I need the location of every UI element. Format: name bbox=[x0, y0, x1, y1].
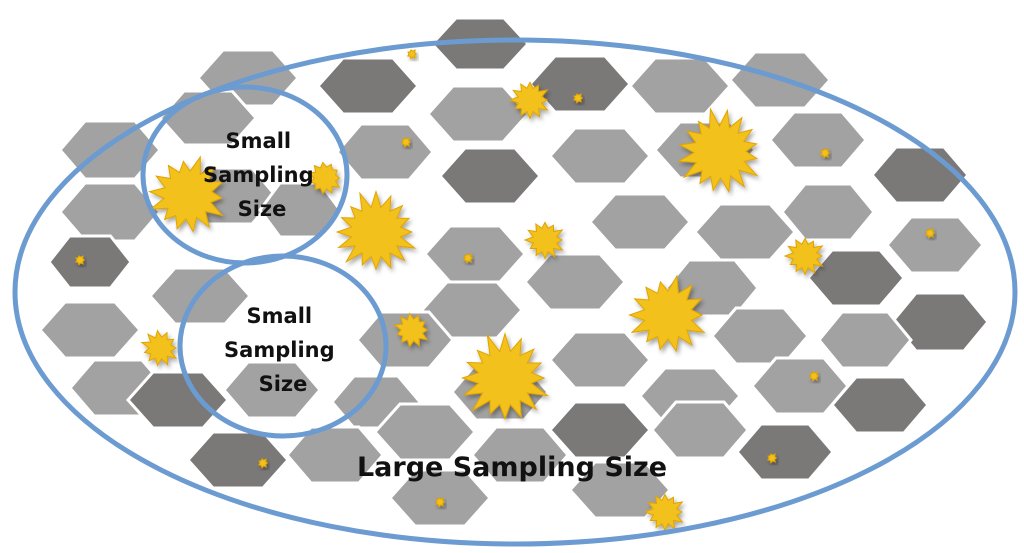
hexagon-cell bbox=[830, 375, 930, 435]
starburst-mark bbox=[393, 312, 429, 348]
starburst-mark bbox=[460, 331, 550, 421]
hexagon-cell bbox=[185, 430, 291, 490]
small-sampling-label-1: Small Sampling Size bbox=[203, 129, 321, 221]
starburst-mark bbox=[140, 329, 178, 367]
hexagon-cell bbox=[650, 400, 750, 460]
starburst-mark bbox=[572, 93, 584, 104]
starburst-mark bbox=[257, 458, 269, 469]
hexagon-cell bbox=[422, 224, 528, 284]
starburst-mark bbox=[508, 81, 549, 120]
starburst-mark bbox=[74, 255, 86, 266]
hexagon-cell bbox=[547, 330, 653, 390]
hexagon-cell bbox=[806, 248, 906, 308]
hexagon-cell bbox=[890, 291, 990, 353]
label-line: Size bbox=[259, 372, 308, 396]
starburst-mark bbox=[406, 49, 418, 60]
hexagon-cell bbox=[710, 306, 810, 366]
label-line: Sampling bbox=[203, 163, 314, 187]
starburst-mark bbox=[335, 189, 417, 271]
hexagon-cell bbox=[735, 422, 835, 482]
label-line: Small bbox=[247, 304, 313, 328]
hexagon-cell bbox=[547, 126, 653, 186]
hexagon-cell bbox=[429, 16, 531, 72]
hexagon-cell bbox=[587, 192, 693, 252]
starburst-mark bbox=[783, 237, 824, 276]
hexagon-cell bbox=[870, 145, 970, 205]
hexagon-cell bbox=[47, 234, 133, 290]
hexagon-cell bbox=[425, 84, 531, 144]
starburst-mark bbox=[766, 453, 778, 464]
hexagon-cell bbox=[567, 460, 673, 520]
hexagon-cell bbox=[627, 56, 733, 116]
hexagon-cell bbox=[437, 146, 543, 206]
large-sampling-label: Large Sampling Size bbox=[357, 452, 667, 483]
small-sampling-circle-2 bbox=[177, 253, 389, 439]
label-line: Small bbox=[226, 129, 292, 153]
starburst-mark bbox=[808, 371, 820, 382]
hexagon-cell bbox=[817, 310, 913, 370]
starburst-mark bbox=[400, 137, 412, 148]
hexagon-cell bbox=[527, 54, 633, 114]
large-sampling-ellipse bbox=[12, 37, 1018, 547]
hexagon-cell bbox=[522, 252, 628, 312]
hexagon-field bbox=[37, 16, 990, 528]
label-line: Size bbox=[238, 197, 287, 221]
hexagon-cell bbox=[315, 56, 421, 116]
hexagon-cell bbox=[768, 110, 868, 170]
starburst-mark bbox=[924, 228, 936, 239]
hexagon-cell bbox=[285, 425, 385, 485]
starburst-mark bbox=[677, 107, 759, 194]
starburst-group bbox=[74, 49, 936, 532]
label-line: Sampling bbox=[224, 338, 335, 362]
starburst-mark bbox=[627, 274, 706, 353]
hexagon-cell bbox=[37, 300, 143, 360]
starburst-mark bbox=[307, 161, 341, 195]
starburst-mark bbox=[523, 221, 564, 260]
hexagon-cell bbox=[222, 360, 322, 420]
hexagon-cell bbox=[547, 400, 653, 460]
hexagon-cell bbox=[335, 122, 435, 182]
small-sampling-label-2: Small Sampling Size bbox=[224, 304, 342, 396]
hexagon-cell bbox=[885, 215, 985, 275]
starburst-mark bbox=[148, 155, 224, 234]
hexagon-cell bbox=[470, 425, 570, 485]
hexagon-cell bbox=[692, 202, 798, 262]
hexagon-cell bbox=[372, 402, 478, 462]
starburst-mark bbox=[434, 497, 446, 508]
hexagon-cell bbox=[125, 370, 231, 430]
starburst-mark bbox=[819, 148, 831, 159]
starburst-mark bbox=[462, 253, 474, 264]
